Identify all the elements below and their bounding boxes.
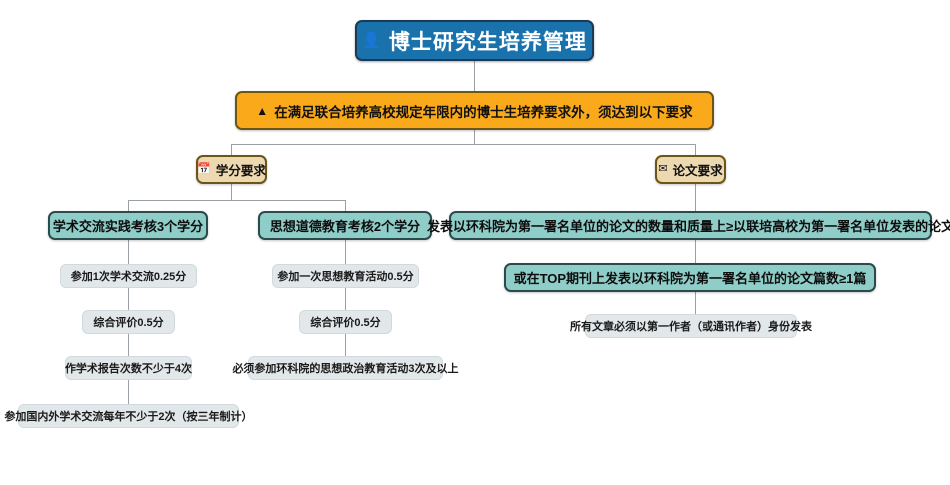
detail-label: 综合评价0.5分	[310, 317, 381, 329]
detail-node[interactable]: 综合评价0.5分	[82, 310, 175, 334]
connector-chain-m1	[345, 240, 346, 264]
category-thesis-label: 论文要求	[672, 164, 723, 178]
requirement-label: 或在TOP期刊上发表以环科院为第一署名单位的论文篇数≥1篇	[513, 271, 867, 286]
connector-credits-left	[128, 200, 129, 211]
connector-root-to-notice	[474, 61, 475, 91]
detail-label: 综合评价0.5分	[93, 317, 164, 329]
category-credits[interactable]: 📅 学分要求	[196, 155, 267, 184]
connector-chain-r1	[695, 240, 696, 264]
detail-node[interactable]: 必须参加环科院的思想政治教育活动3次及以上	[232, 356, 459, 380]
detail-label: 参加国内外学术交流每年不少于2次（按三年制计）	[4, 411, 253, 423]
connector-to-credits	[231, 144, 232, 155]
connector-chain-l3	[128, 334, 129, 356]
connector-credits-right	[345, 200, 346, 211]
requirement-moral-education[interactable]: 思想道德教育考核2个学分	[258, 211, 432, 240]
person-icon: 👤	[362, 32, 382, 49]
detail-node[interactable]: 参加1次学术交流0.25分	[60, 264, 197, 288]
connector-level2-bus	[231, 144, 695, 145]
notice-banner[interactable]: ▲ 在满足联合培养高校规定年限内的博士生培养要求外，须达到以下要求	[235, 91, 714, 130]
connector-chain-r2	[695, 292, 696, 314]
connector-to-thesis	[695, 144, 696, 155]
requirement-first-author-count[interactable]: 发表以环科院为第一署名单位的论文的数量和质量上≥以联培高校为第一署名单位发表的论…	[427, 211, 950, 240]
calendar-icon: 📅	[197, 163, 211, 175]
detail-label: 参加一次思想教育活动0.5分	[277, 271, 414, 283]
connector-thesis-down	[695, 184, 696, 211]
category-thesis[interactable]: ✉ 论文要求	[655, 155, 726, 184]
connector-credits-down	[231, 184, 232, 200]
connector-notice-down	[474, 130, 475, 144]
detail-label: 作学术报告次数不少于4次	[64, 363, 193, 375]
requirement-label: 学术交流实践考核3个学分	[52, 219, 204, 234]
connector-chain-l2	[128, 288, 129, 310]
requirement-label: 发表以环科院为第一署名单位的论文的数量和质量上≥以联培高校为第一署名单位发表的论…	[426, 219, 950, 234]
connector-chain-l4	[128, 380, 129, 404]
requirement-academic-exchange[interactable]: 学术交流实践考核3个学分	[48, 211, 208, 240]
detail-node[interactable]: 参加一次思想教育活动0.5分	[272, 264, 419, 288]
detail-node[interactable]: 综合评价0.5分	[299, 310, 392, 334]
detail-node[interactable]: 作学术报告次数不少于4次	[65, 356, 192, 380]
envelope-icon: ✉	[658, 163, 668, 175]
detail-label: 所有文章必须以第一作者（或通讯作者）身份发表	[570, 321, 812, 333]
requirement-top-journal[interactable]: 或在TOP期刊上发表以环科院为第一署名单位的论文篇数≥1篇	[504, 263, 876, 292]
detail-label: 必须参加环科院的思想政治教育活动3次及以上	[232, 363, 459, 375]
connector-credits-bus	[128, 200, 345, 201]
requirement-label: 思想道德教育考核2个学分	[269, 219, 421, 234]
connector-chain-m3	[345, 334, 346, 356]
warning-triangle-icon: ▲	[256, 103, 269, 118]
root-node[interactable]: 👤 博士研究生培养管理	[355, 20, 594, 61]
detail-node[interactable]: 参加国内外学术交流每年不少于2次（按三年制计）	[4, 404, 253, 428]
detail-node[interactable]: 所有文章必须以第一作者（或通讯作者）身份发表	[570, 314, 812, 338]
connector-chain-m2	[345, 288, 346, 310]
notice-text: 在满足联合培养高校规定年限内的博士生培养要求外，须达到以下要求	[274, 104, 693, 120]
connector-chain-l1	[128, 240, 129, 264]
category-credits-label: 学分要求	[215, 164, 266, 178]
detail-label: 参加1次学术交流0.25分	[70, 271, 187, 283]
root-title: 博士研究生培养管理	[388, 30, 587, 54]
